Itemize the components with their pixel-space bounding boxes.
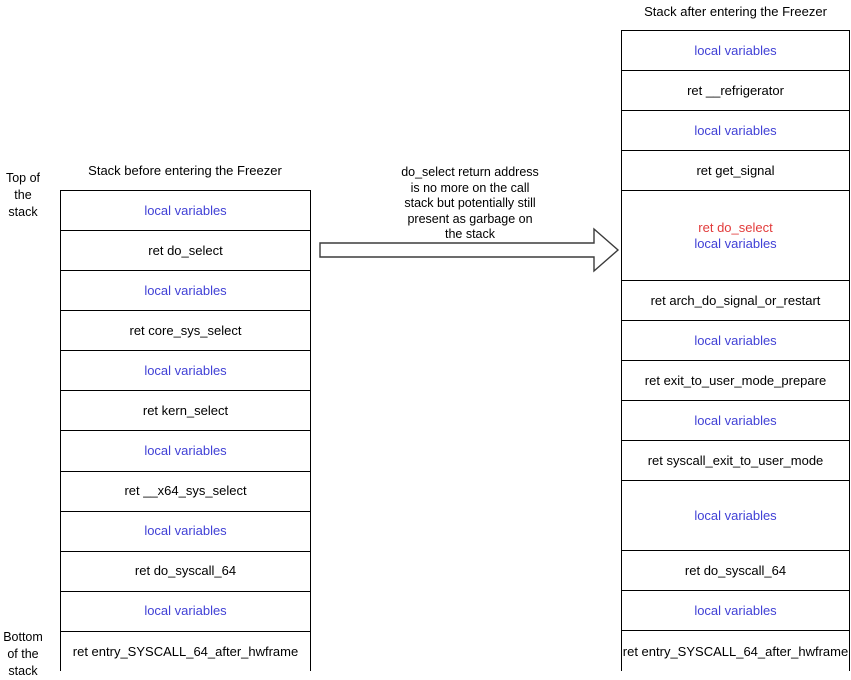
stack-cell: local variables: [61, 431, 310, 472]
stack-cell: ret __x64_sys_select: [61, 471, 310, 512]
stack-cell: ret exit_to_user_mode_prepare: [622, 361, 849, 401]
stack-cell-label: ret entry_SYSCALL_64_after_hwframe: [622, 643, 849, 659]
transition-note-line: present as garbage on: [407, 211, 533, 226]
stack-cell-label: local variables: [694, 602, 777, 618]
bottom-of-stack-label: Bottom of the stack: [3, 630, 43, 678]
stack-cell-label: ret get_signal: [696, 162, 775, 178]
top-of-stack-label: Top of the stack: [5, 171, 41, 219]
right-block-arrow-icon: [318, 226, 620, 274]
stack-cell: local variables: [622, 401, 849, 441]
stack-cell: ret core_sys_select: [61, 311, 310, 352]
stack-cell: ret do_syscall_64: [61, 551, 310, 592]
stack-cell: local variables: [61, 271, 310, 312]
stack-cell-label: local variables: [144, 282, 227, 298]
stack-cell: local variables: [622, 481, 849, 551]
stack-cell: local variables: [61, 591, 310, 632]
left-stack-title: Stack before entering the Freezer: [88, 163, 282, 178]
stack-cell-label: ret syscall_exit_to_user_mode: [647, 452, 824, 468]
transition-note-line: stack but potentially still: [404, 196, 536, 210]
stack-cell-label: local variables: [694, 412, 777, 428]
stack-cell: local variables: [622, 31, 849, 71]
transition-note-line: is no more on the call: [410, 180, 530, 195]
stale-return-address-label: ret do_select: [698, 219, 773, 235]
stack-cell-label: ret do_syscall_64: [684, 562, 787, 578]
right-stack-title: Stack after entering the Freezer: [644, 4, 827, 19]
stack-cell: ret do_select: [61, 231, 310, 272]
stack-cell-label: ret entry_SYSCALL_64_after_hwframe: [72, 643, 299, 659]
stack-cell: ret syscall_exit_to_user_mode: [622, 441, 849, 481]
stack-cell: ret entry_SYSCALL_64_after_hwframe: [61, 631, 310, 672]
stack-cell-label: local variables: [144, 443, 227, 458]
stack-cell-label: local variables: [144, 523, 227, 539]
stack-cell-label: ret __x64_sys_select: [124, 483, 247, 499]
stack-cell-label: ret exit_to_user_mode_prepare: [644, 372, 827, 388]
stack-cell: ret entry_SYSCALL_64_after_hwframe: [622, 631, 849, 672]
stack-cell: ret arch_do_signal_or_restart: [622, 281, 849, 321]
stack-cell-label: ret do_syscall_64: [134, 563, 237, 579]
stack-cell: ret do_syscall_64: [622, 551, 849, 591]
stack-cell-label: local variables: [694, 235, 777, 251]
stack-cell: ret __refrigerator: [622, 71, 849, 111]
stack-cell: local variables: [61, 351, 310, 392]
stack-cell: ret get_signal: [622, 151, 849, 191]
stack-cell: ret kern_select: [61, 391, 310, 432]
stack-cell: local variables: [61, 511, 310, 552]
stack-cell-label: ret kern_select: [142, 402, 229, 418]
stack-cell: local variables: [622, 591, 849, 631]
stack-cell-label: local variables: [694, 42, 777, 58]
stack-cell: local variables: [622, 321, 849, 361]
stack-cell: local variables: [61, 191, 310, 232]
stack-cell-label: local variables: [694, 332, 777, 348]
transition-note-line: do_select return address: [401, 165, 539, 179]
transition-note-line: the stack: [444, 227, 496, 241]
stack-cell-label: ret arch_do_signal_or_restart: [650, 292, 821, 308]
stack-cell-label: ret __refrigerator: [687, 82, 784, 98]
stack-cell-label: local variables: [144, 202, 227, 218]
stack-cell-label: local variables: [694, 507, 777, 523]
stack-cell: local variables: [622, 111, 849, 151]
stack-cell-label: ret do_select: [148, 242, 223, 258]
stack-cell-label: ret core_sys_select: [129, 322, 242, 338]
stack-cell-label: local variables: [144, 362, 227, 378]
stack-cell-label: local variables: [694, 122, 777, 138]
stack-cell-label: local variables: [144, 603, 227, 619]
